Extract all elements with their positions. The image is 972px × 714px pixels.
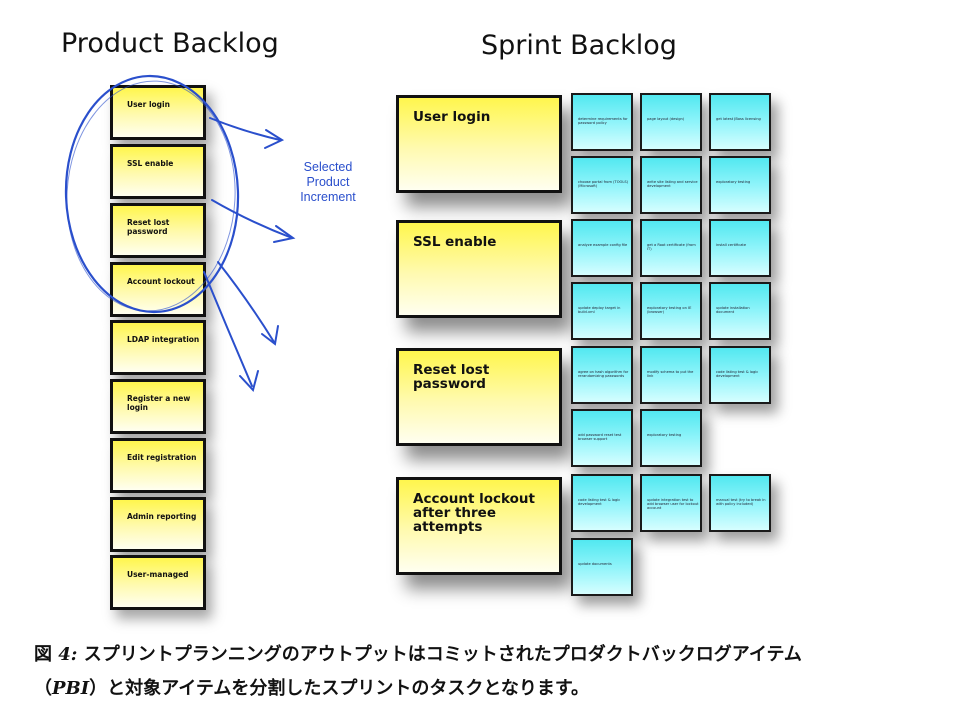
task-card: exploratory testing [640, 409, 702, 467]
sprint-item-card: Reset lost password [396, 348, 562, 446]
sprint-item-title: SSL enable [413, 234, 497, 250]
task-card: agree on hash algorithm for rerandomizin… [571, 346, 633, 404]
task-label: update integration test to add browser u… [647, 498, 699, 511]
sprint-item-card: SSL enable [396, 220, 562, 318]
task-label: exploratory testing [716, 180, 751, 184]
selected-product-increment-note: Selected Product Increment [286, 160, 370, 205]
caption-abbr: PBI [52, 678, 90, 699]
task-label: install certificate [716, 243, 747, 247]
task-card: modify schema to put the link [640, 346, 702, 404]
task-card: determine requirements for password poli… [571, 93, 633, 151]
sprint-item-card: User login [396, 95, 562, 193]
sprint-backlog-heading: Sprint Backlog [481, 30, 677, 61]
task-label: agree on hash algorithm for rerandomizin… [578, 370, 629, 379]
task-card: update deploy target in build.xml [571, 282, 633, 340]
task-label: code listing test & logic development [578, 498, 621, 507]
pbi-label: Admin reporting [127, 512, 197, 521]
note-line: Selected [303, 160, 353, 174]
task-card: get latest JBoss licensing [709, 93, 771, 151]
task-card: code listing test & logic development [571, 474, 633, 532]
pbi-label: User-managed [127, 570, 189, 579]
arrow-1 [209, 117, 281, 141]
pbi-label: User login [127, 100, 170, 109]
figure-label: 図 [34, 644, 52, 665]
arrow-4 [203, 271, 253, 387]
task-card: get a Root certificate (from IT) [640, 219, 702, 277]
pbi-card: Register a new login [110, 379, 206, 434]
pbi-label: Reset lost password [127, 218, 170, 236]
task-label: update installation document [716, 306, 750, 315]
product-backlog-heading: Product Backlog [61, 28, 279, 59]
sprint-item-card: Account lockout after three attempts [396, 477, 562, 575]
caption-line-1: 図 4: スプリントプランニングのアウトプットはコミットされたプロダクトバックロ… [34, 638, 944, 672]
pbi-card: Admin reporting [110, 497, 206, 552]
task-card: update documents [571, 538, 633, 596]
sprint-item-title: Account lockout after three attempts [413, 491, 535, 535]
task-label: write site listing and service developme… [647, 180, 698, 189]
arrow-2 [211, 199, 293, 239]
task-label: code listing test & logic development [716, 370, 759, 379]
task-card: page layout (design) [640, 93, 702, 151]
pbi-label: Edit registration [127, 453, 197, 462]
pbi-card: User-managed [110, 555, 206, 610]
task-label: get a Root certificate (from IT) [647, 243, 696, 252]
pbi-card: Account lockout [110, 262, 206, 317]
caption-open-paren: （ [34, 678, 52, 699]
task-card: install certificate [709, 219, 771, 277]
task-card: write site listing and service developme… [640, 156, 702, 214]
pbi-label: LDAP integration [127, 335, 200, 344]
pbi-label: SSL enable [127, 159, 174, 168]
task-card: exploratory testing [709, 156, 771, 214]
figure-number: 4: [58, 644, 78, 665]
caption-text-1: スプリントプランニングのアウトプットはコミットされたプロダクトバックログアイテム [83, 644, 802, 665]
task-label: exploratory testing on IE (browser) [647, 306, 692, 315]
task-label: manual test (try to break in with policy… [716, 498, 766, 507]
task-card: code listing test & logic development [709, 346, 771, 404]
task-card: choose portal from (TOOLS) (Microsoft) [571, 156, 633, 214]
task-card: manual test (try to break in with policy… [709, 474, 771, 532]
task-label: modify schema to put the link [647, 370, 694, 379]
task-card: analyze example config file [571, 219, 633, 277]
note-line: Product [306, 175, 350, 189]
pbi-card: User login [110, 85, 206, 140]
task-label: choose portal from (TOOLS) (Microsoft) [578, 180, 629, 189]
pbi-card: LDAP integration [110, 320, 206, 375]
task-label: update deploy target in build.xml [578, 306, 621, 315]
figure-caption: 図 4: スプリントプランニングのアウトプットはコミットされたプロダクトバックロ… [34, 638, 944, 706]
arrow-3 [217, 261, 275, 343]
pbi-label: Account lockout [127, 277, 195, 286]
pbi-card: Reset lost password [110, 203, 206, 258]
pbi-card: SSL enable [110, 144, 206, 199]
sprint-item-title: User login [413, 109, 491, 125]
task-card: update integration test to add browser u… [640, 474, 702, 532]
caption-line-2: （PBI）と対象アイテムを分割したスプリントのタスクとなります。 [34, 672, 944, 706]
task-label: analyze example config file [578, 243, 628, 247]
task-label: add password reset test browser support [578, 433, 622, 442]
task-label: page layout (design) [647, 117, 685, 121]
task-label: exploratory testing [647, 433, 682, 437]
task-label: determine requirements for password poli… [578, 117, 628, 126]
note-line: Increment [300, 190, 356, 204]
pbi-card: Edit registration [110, 438, 206, 493]
caption-text-2: ）と対象アイテムを分割したスプリントのタスクとなります。 [89, 678, 590, 699]
task-label: update documents [578, 562, 612, 566]
task-card: update installation document [709, 282, 771, 340]
sprint-item-title: Reset lost password [413, 362, 490, 392]
task-label: get latest JBoss licensing [716, 117, 761, 121]
task-card: add password reset test browser support [571, 409, 633, 467]
task-card: exploratory testing on IE (browser) [640, 282, 702, 340]
pbi-label: Register a new login [127, 394, 191, 412]
